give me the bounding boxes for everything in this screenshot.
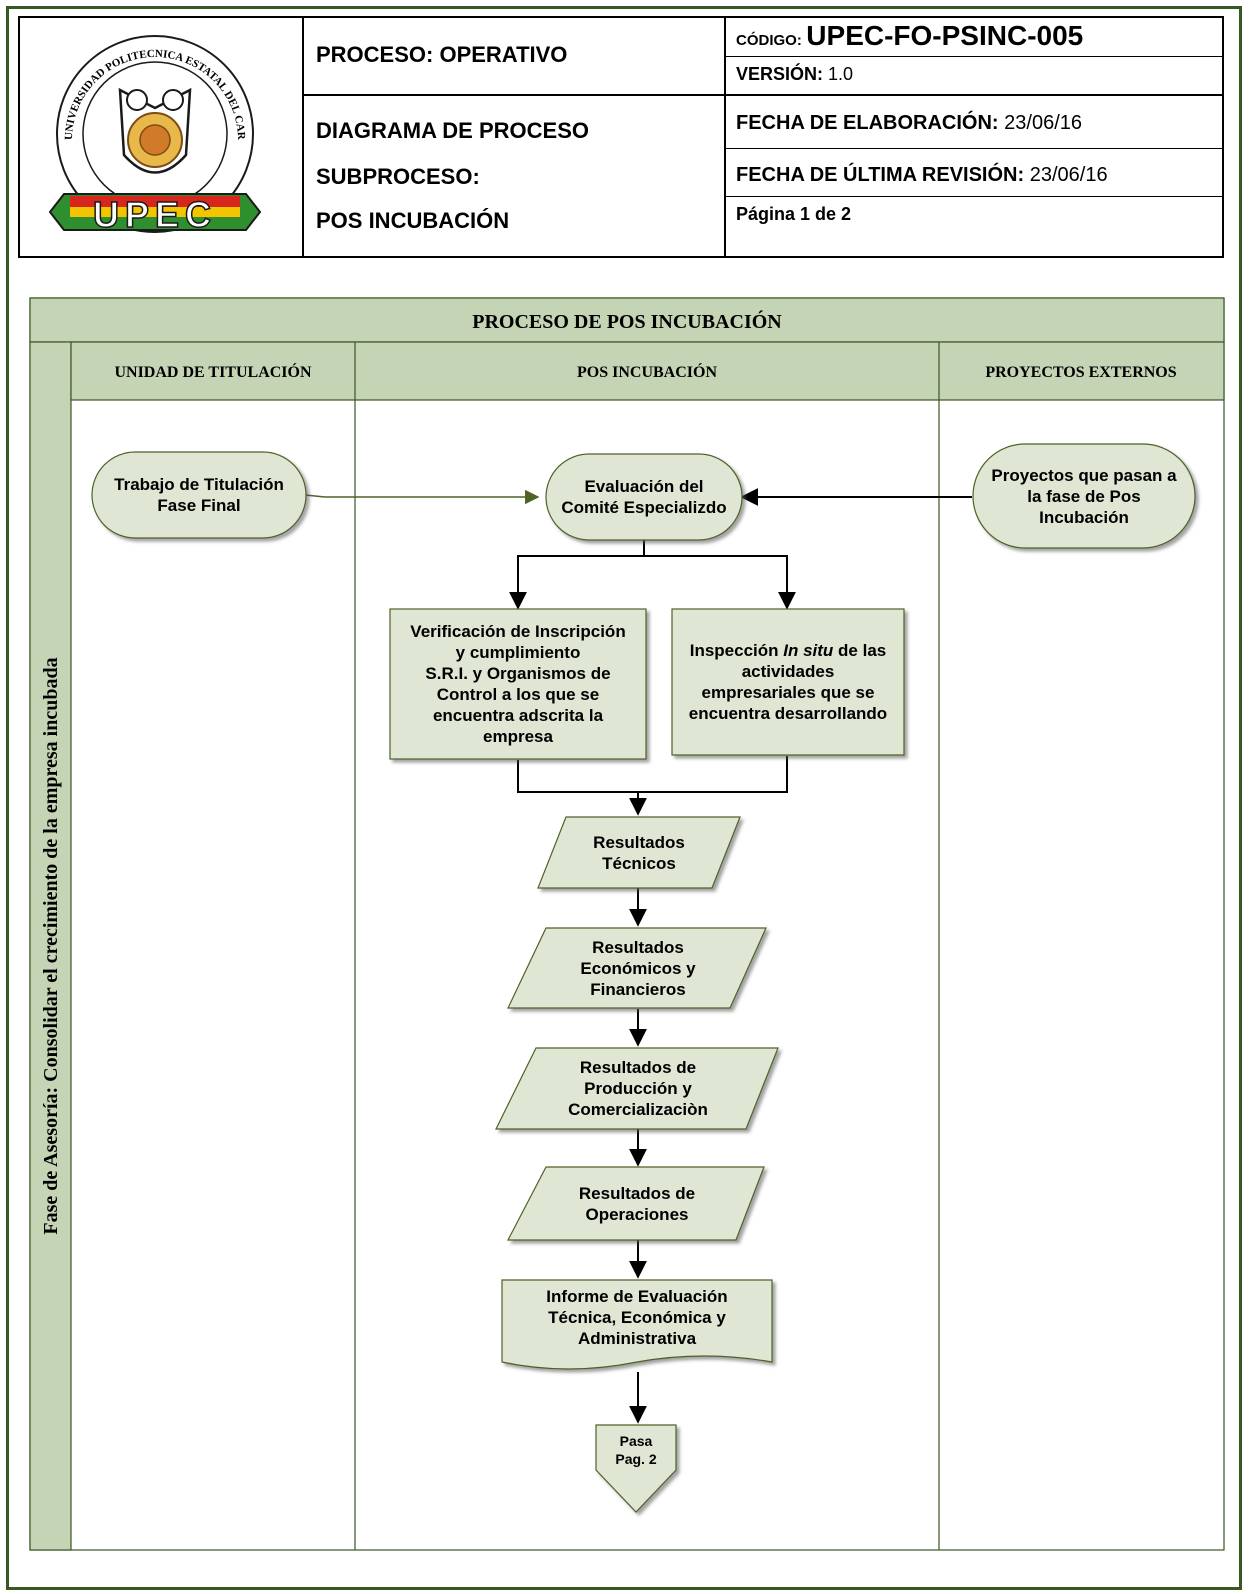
- node-resultados-produccion: [495, 1047, 779, 1130]
- header-mid-row-line: [302, 94, 1224, 96]
- titulo-line-2: SUBPROCESO:: [316, 164, 480, 189]
- logo-wordmark: UPEC: [93, 194, 217, 235]
- diagram-title-band: [29, 297, 1225, 343]
- lane-header-externos: PROYECTOS EXTERNOS: [985, 364, 1176, 381]
- upec-logo: UNIVERSIDAD POLITECNICA ESTATAL DEL CARC…: [36, 21, 270, 250]
- phase-column: [29, 341, 72, 1551]
- codigo-value: UPEC-FO-PSINC-005: [806, 20, 1084, 51]
- node-verificacion: [389, 608, 647, 760]
- fecha-revision-value: 23/06/16: [1029, 164, 1108, 186]
- header-bottom-line: [18, 256, 1224, 258]
- titulo-line-1: DIAGRAMA DE PROCESO: [316, 118, 589, 143]
- version-label: VERSIÓN:: [736, 64, 824, 84]
- connector-inspeccion-merge: [629, 756, 788, 816]
- fecha-revision-row: FECHA DE ÚLTIMA REVISIÓN: 23/06/16: [736, 164, 1108, 187]
- connector-evaluacion-inspeccion: [644, 555, 796, 610]
- node-inspeccion: [671, 608, 905, 756]
- lane-header-unidad: UNIDAD DE TITULACIÓN: [114, 362, 312, 381]
- fecha-revision-label: FECHA DE ÚLTIMA REVISIÓN:: [736, 164, 1025, 186]
- node-resultados-economicos: [507, 927, 767, 1009]
- lane-header-row: [70, 341, 1225, 401]
- fecha-elaboracion-row: FECHA DE ELABORACIÓN: 23/06/16: [736, 112, 1082, 135]
- header-fecha-line: [724, 148, 1224, 149]
- node-evaluacion-comite: [545, 453, 743, 541]
- fecha-elaboracion-value: 23/06/16: [1004, 112, 1083, 134]
- node-resultados-tecnicos: [537, 816, 741, 889]
- connector-verificacion-merge: [517, 760, 638, 793]
- fecha-elaboracion-label: FECHA DE ELABORACIÓN:: [736, 112, 999, 134]
- header-col-divider-2: [724, 16, 726, 258]
- header-col-divider-1: [302, 16, 304, 258]
- header-right-line: [1222, 16, 1224, 258]
- codigo-label: CÓDIGO:: [736, 32, 802, 49]
- phase-label: Fase de Asesoría: Consolidar el crecimie…: [40, 657, 62, 1234]
- version-value: 1.0: [828, 64, 854, 84]
- page-frame: [6, 6, 1242, 1590]
- proceso-label: PROCESO: OPERATIVO: [316, 42, 568, 67]
- version-row: VERSIÓN: 1.0: [736, 64, 853, 85]
- node-proyectos-externos: [972, 443, 1196, 549]
- node-pasa-pagina: [595, 1424, 677, 1513]
- connector-evaluacion-verificacion: [509, 539, 645, 610]
- diagram-title: PROCESO DE POS INCUBACIÓN: [472, 309, 782, 333]
- connector-trabajo-evaluacion: [304, 489, 540, 505]
- titulo-line-3: POS INCUBACIÓN: [316, 208, 510, 233]
- lane-header-posincubacion: POS INCUBACIÓN: [577, 362, 717, 381]
- node-resultados-operaciones: [507, 1166, 765, 1241]
- pagina-label: Página 1 de 2: [736, 204, 852, 224]
- header-pagina-line: [724, 196, 1224, 197]
- header-code-version-line: [724, 56, 1224, 57]
- codigo-row: CÓDIGO: UPEC-FO-PSINC-005: [736, 20, 1083, 52]
- header-left-line: [18, 16, 20, 258]
- node-trabajo-titulacion: [91, 451, 307, 539]
- header-top-line: [18, 16, 1224, 18]
- node-informe-evaluacion: [501, 1279, 773, 1370]
